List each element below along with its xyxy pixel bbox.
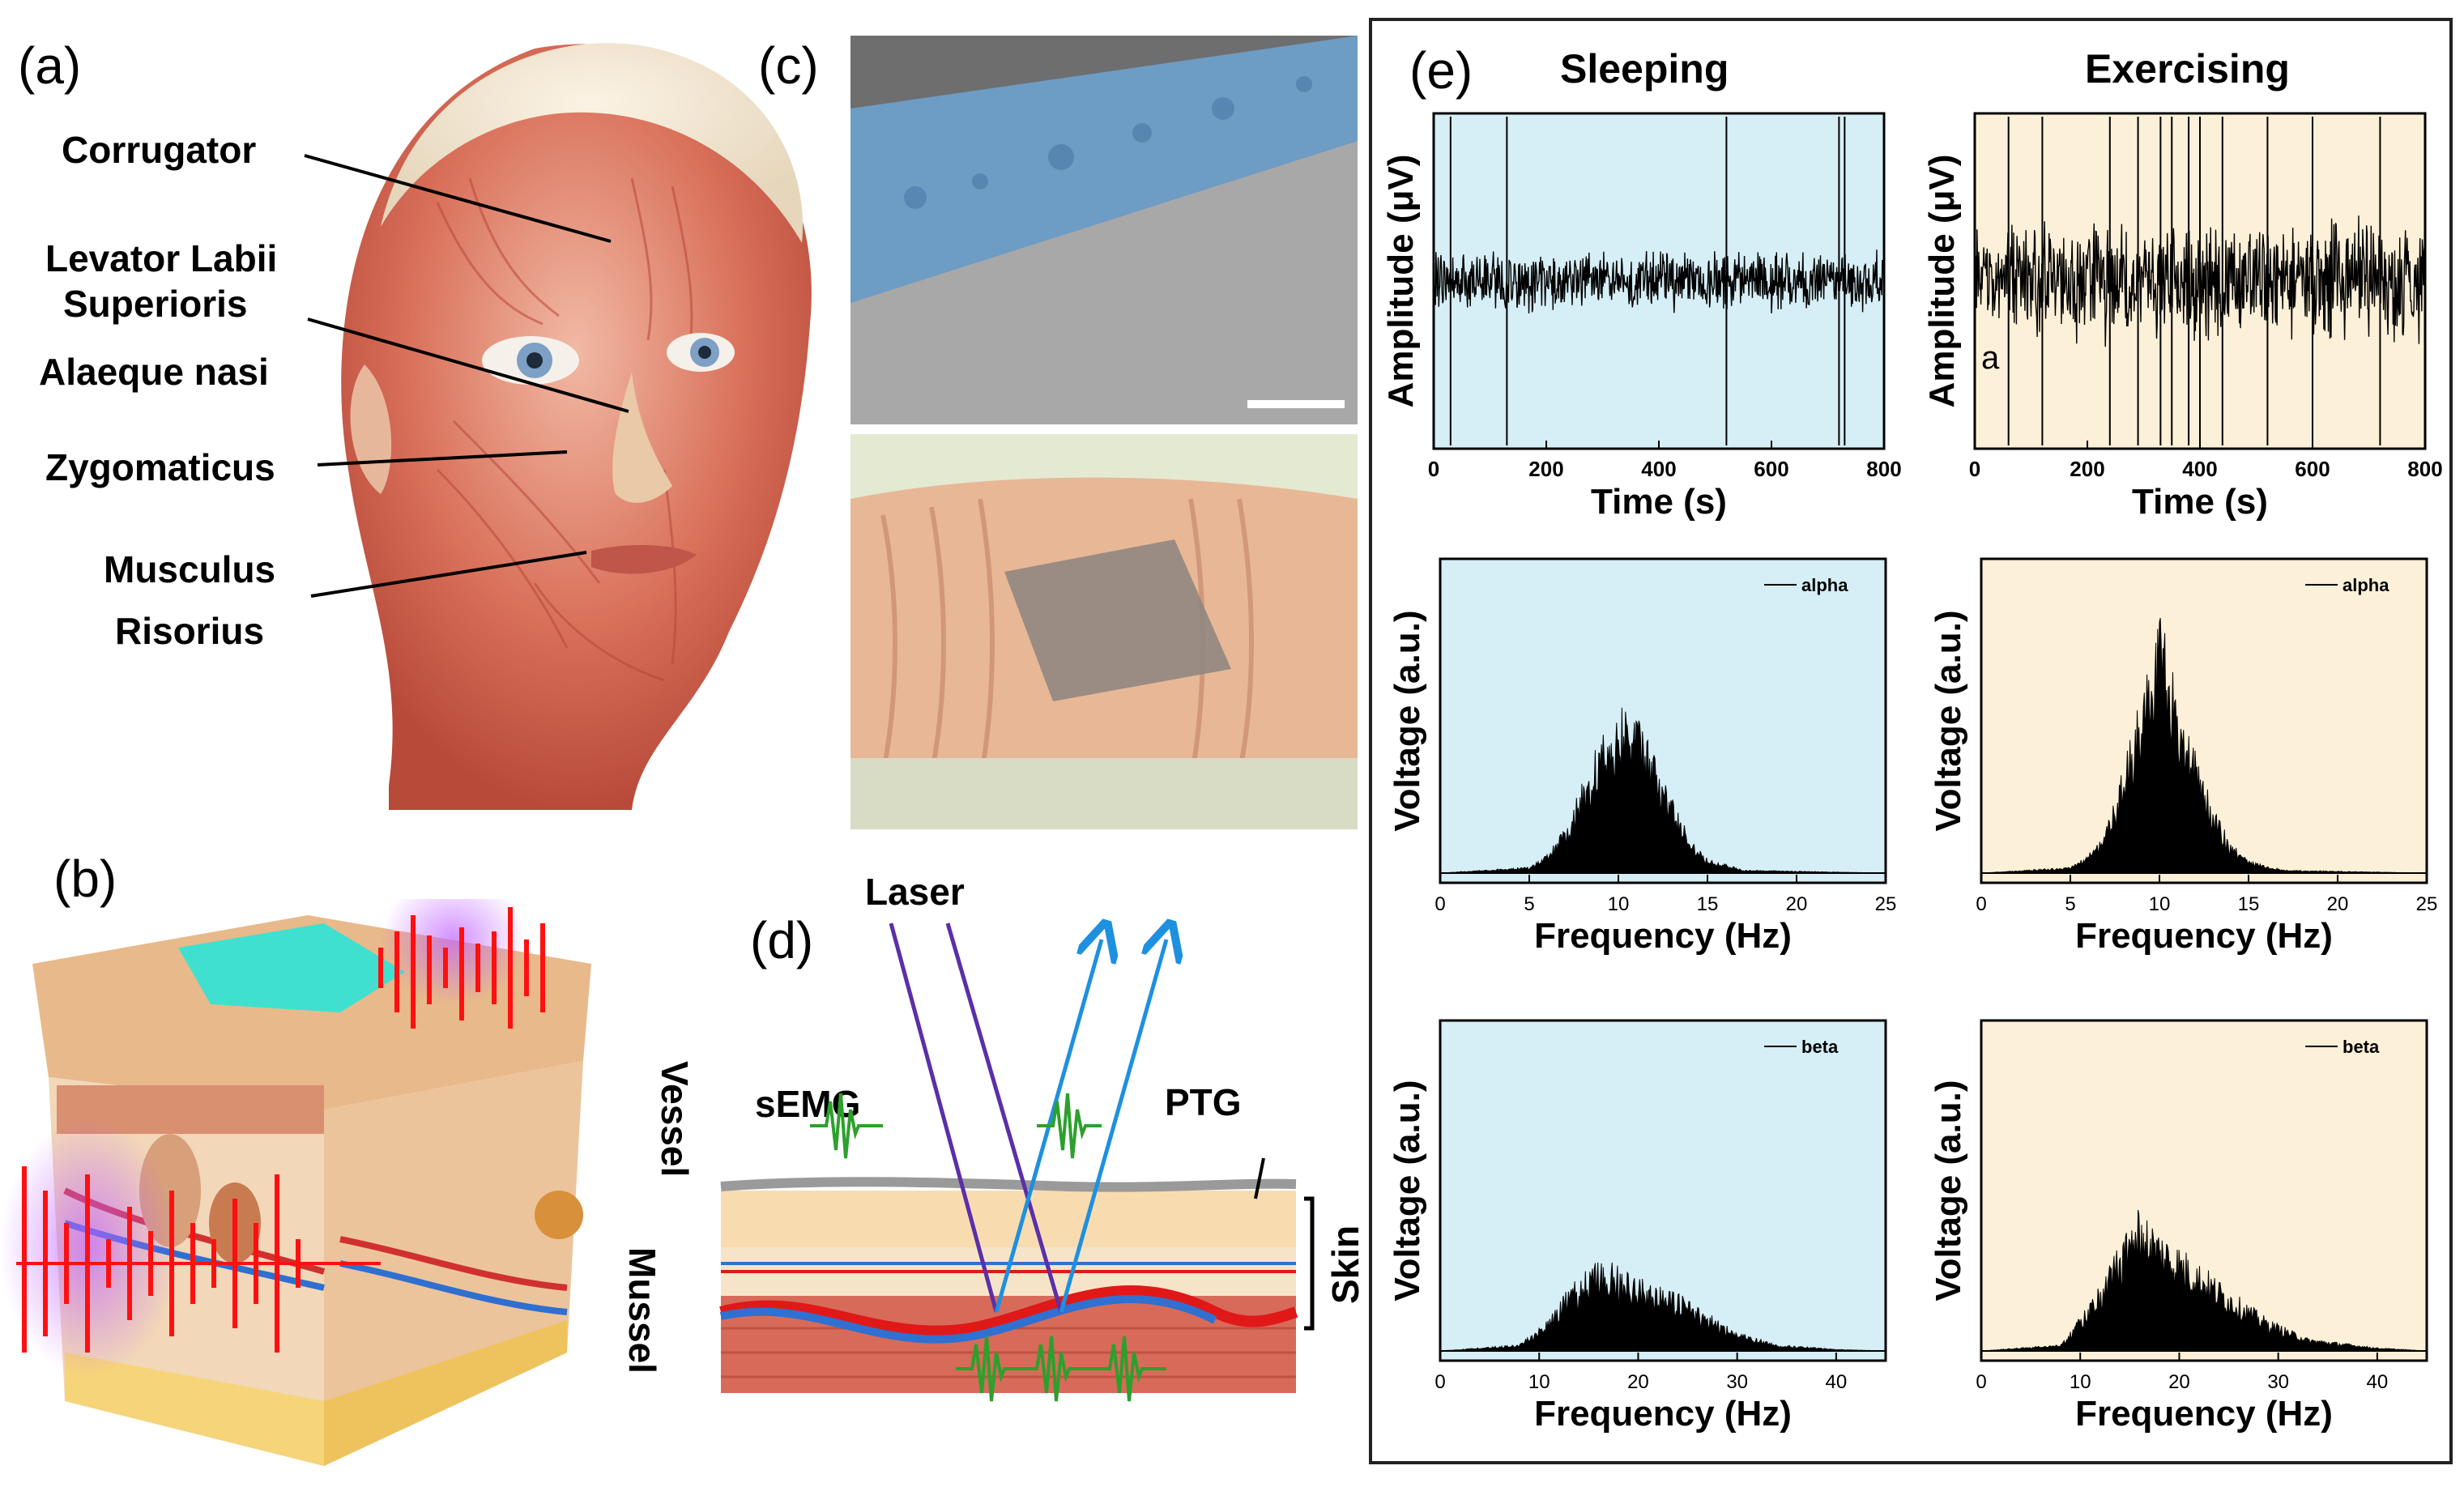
x-tick-label: 0	[1434, 1371, 1445, 1393]
panel-label-b: (b)	[53, 850, 117, 908]
x-tick-label: 800	[2407, 457, 2442, 481]
x-axis-label: Frequency (Hz)	[2075, 1394, 2333, 1434]
x-axis-label: Time (s)	[2132, 482, 2268, 522]
x-axis-label: Time (s)	[1591, 482, 1727, 522]
panel-label-e: (e)	[1409, 41, 1473, 100]
y-axis-label: Voltage (a.u.)	[1388, 611, 1427, 832]
x-tick-label: 0	[1976, 893, 1986, 915]
spectrum-area	[1439, 1262, 1886, 1352]
signal-trace	[1433, 249, 1885, 314]
skin-cross-section-illustration	[0, 899, 591, 1466]
series-exercise-alpha	[1981, 617, 2427, 874]
ptg-label: PTG	[1165, 1081, 1242, 1123]
muscle-label-levator-labii: Levator Labii	[45, 237, 278, 279]
x-tick-label: 30	[1726, 1371, 1748, 1393]
x-tick-label: 0	[1434, 893, 1445, 915]
panel-label-c: (c)	[758, 36, 819, 95]
y-axis-label: Voltage (a.u.)	[1388, 1080, 1427, 1302]
scale-bar	[1247, 400, 1345, 408]
x-axis-label: Frequency (Hz)	[1534, 916, 1792, 956]
x-tick-label: 200	[2070, 457, 2104, 481]
x-tick-label: 400	[2182, 457, 2217, 481]
sensing-mechanism-diagram	[719, 891, 1315, 1402]
y-axis-label: Voltage (a.u.)	[1929, 1080, 1968, 1302]
x-tick-label: 5	[1524, 893, 1534, 915]
legend: alpha	[1764, 575, 1848, 595]
x-tick-label: 30	[2267, 1371, 2289, 1393]
spectrum-area	[1981, 617, 2427, 874]
y-axis-label: Amplitude (μV)	[1922, 155, 1962, 408]
x-tick-label: 200	[1528, 457, 1563, 481]
x-tick-label: 15	[1697, 893, 1719, 915]
series-sleep-alpha	[1439, 707, 1886, 874]
x-tick-label: 10	[2070, 1371, 2091, 1393]
muscle-label-zygomaticus: Zygomaticus	[45, 446, 275, 488]
series-sleep-beta	[1439, 1262, 1886, 1352]
x-tick-label: 15	[2238, 893, 2260, 915]
column-title-sleeping: Sleeping	[1560, 46, 1729, 92]
muscle-label-alaeque-nasi: Alaeque nasi	[39, 351, 269, 393]
x-tick-label: 25	[1875, 893, 1897, 915]
y-axis-label: Amplitude (μV)	[1381, 155, 1421, 408]
y-axis-label: Voltage (a.u.)	[1929, 611, 1968, 832]
x-tick-label: 20	[1627, 1371, 1649, 1393]
muscle-label-superioris: Superioris	[63, 283, 248, 325]
x-tick-label: 10	[2149, 893, 2171, 915]
sem-micrograph	[850, 36, 1358, 424]
x-tick-label: 0	[1969, 457, 1980, 481]
series-exercise-time	[1974, 117, 2426, 445]
finger-sensor-photo	[850, 434, 1358, 829]
legend: alpha	[2305, 575, 2389, 595]
x-tick-label: 0	[1976, 1371, 1986, 1393]
face-muscle-illustration	[341, 43, 812, 811]
column-title-exercising: Exercising	[2085, 46, 2290, 92]
legend: beta	[1764, 1037, 1839, 1057]
x-tick-label: 600	[2295, 457, 2330, 481]
x-axis-label: Frequency (Hz)	[2075, 916, 2333, 956]
x-tick-label: 40	[2367, 1371, 2389, 1393]
x-tick-label: 20	[2327, 893, 2349, 915]
legend: beta	[2305, 1037, 2380, 1057]
x-tick-label: 20	[2168, 1371, 2190, 1393]
x-tick-label: 40	[1826, 1371, 1848, 1393]
legend-label: alpha	[1801, 575, 1848, 595]
x-tick-label: 10	[1528, 1371, 1550, 1393]
muscle-label-musculus: Musculus	[104, 548, 276, 590]
x-tick-label: 600	[1754, 457, 1788, 481]
x-tick-label: 5	[2065, 893, 2075, 915]
panel-e-frame	[1369, 18, 2453, 1464]
spectrum-area	[1980, 1209, 2428, 1352]
series-sleep-time	[1433, 117, 1885, 445]
x-tick-label: 10	[1608, 893, 1630, 915]
x-tick-label: 800	[1866, 457, 1901, 481]
mussel-label: Mussel	[621, 1247, 663, 1374]
inset-letter: a	[1981, 340, 2000, 376]
x-tick-label: 0	[1428, 457, 1439, 481]
x-tick-label: 20	[1786, 893, 1808, 915]
legend-label: beta	[1801, 1037, 1839, 1057]
muscle-label-risorius: Risorius	[115, 610, 265, 652]
series-exercise-beta	[1980, 1209, 2428, 1352]
legend-label: alpha	[2343, 575, 2389, 595]
spectrum-area	[1439, 707, 1886, 874]
x-tick-label: 400	[1641, 457, 1676, 481]
legend-label: beta	[2343, 1037, 2380, 1057]
muscle-label-corrugator: Corrugator	[62, 129, 257, 171]
panel-label-d: (d)	[750, 911, 814, 969]
x-axis-label: Frequency (Hz)	[1534, 1394, 1792, 1434]
panel-label-a: (a)	[18, 36, 82, 95]
muscle-leader-lines	[304, 154, 629, 598]
laser-label: Laser	[865, 871, 965, 913]
x-tick-label: 25	[2416, 893, 2438, 915]
